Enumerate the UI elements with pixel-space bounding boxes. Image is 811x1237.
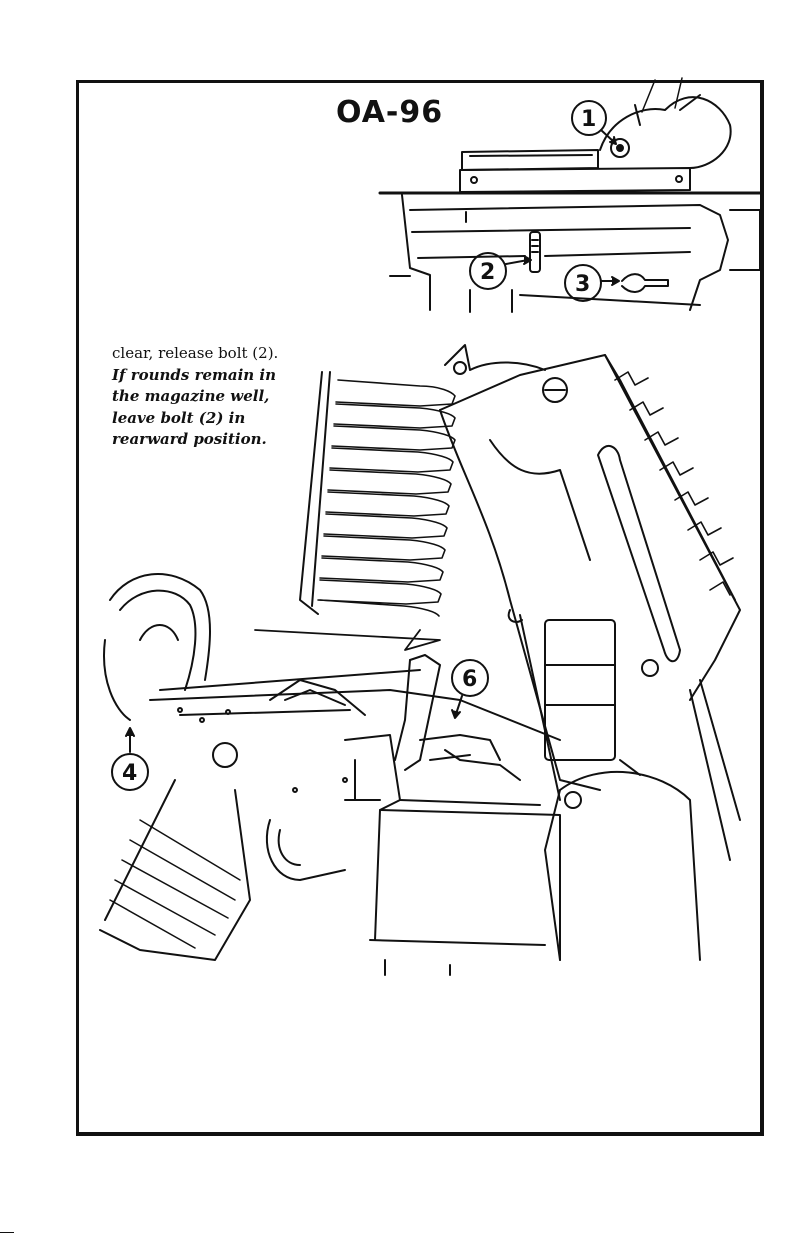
svg-text:3: 3	[575, 272, 590, 297]
svg-text:1: 1	[581, 107, 596, 132]
receiver-inset: 1 2 3	[380, 78, 760, 312]
magazine	[255, 372, 455, 650]
upper-receiver	[440, 345, 740, 960]
svg-text:6: 6	[462, 667, 477, 692]
svg-text:2: 2	[480, 260, 495, 285]
page-edge-mark	[0, 1232, 14, 1233]
svg-text:4: 4	[122, 761, 137, 786]
